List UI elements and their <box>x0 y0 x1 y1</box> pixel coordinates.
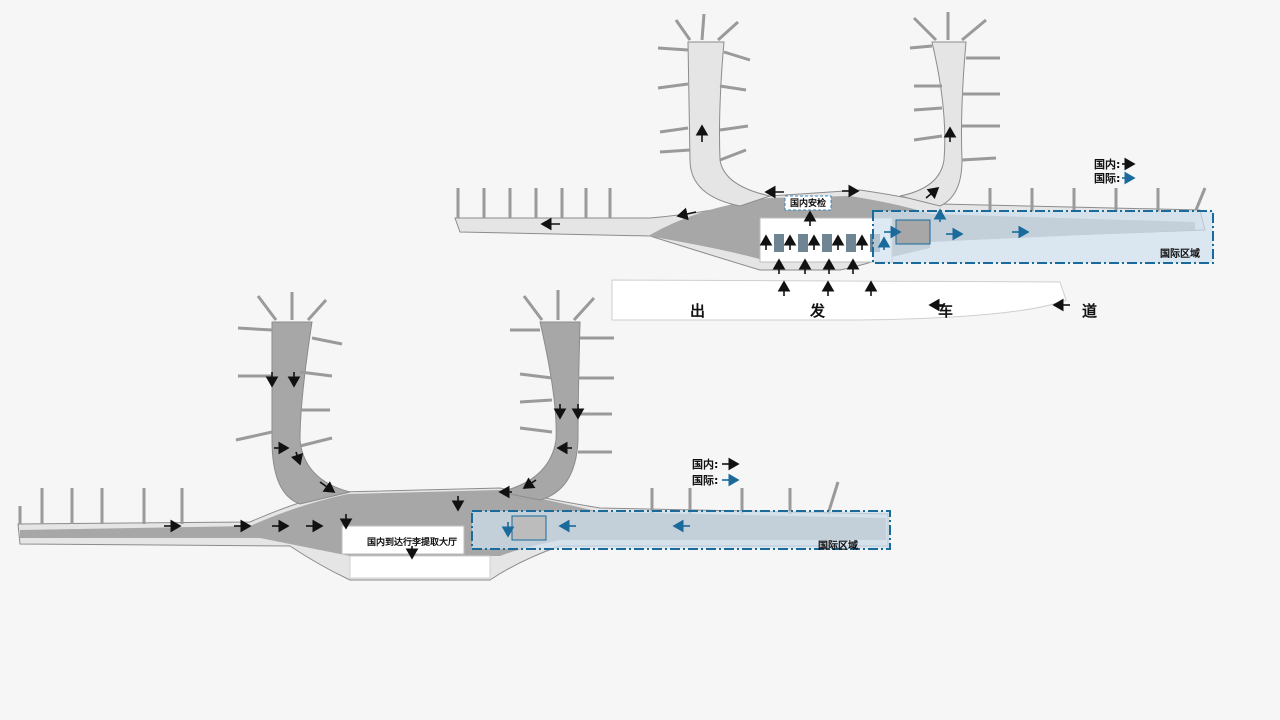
arrival-west-finger <box>271 321 351 505</box>
departure-legend-domestic: 国内: <box>1094 157 1120 171</box>
arrival-legend-domestic: 国内: <box>692 457 718 471</box>
baggage-claim-hall-label: 国内到达行李提取大厅 <box>367 536 457 548</box>
departure-legend-international: 国际: <box>1094 171 1120 185</box>
road-char-2: 发 <box>809 302 826 320</box>
departure-intl-gatehouse <box>895 219 931 245</box>
domestic-security-box <box>784 195 832 211</box>
domestic-security-label: 国内安检 <box>790 197 826 209</box>
departure-plan: 国内安检 国际区域 <box>454 12 1214 321</box>
arrival-intl-gatehouse <box>511 515 547 541</box>
departure-international-zone-label: 国际区域 <box>1160 247 1200 260</box>
arrival-legend: 国内: 国际: <box>692 457 740 487</box>
road-char-3: 车 <box>938 302 953 320</box>
departure-legend: 国内: 国际: <box>1094 157 1136 185</box>
arrival-curb-area <box>349 555 491 579</box>
road-char-1: 出 <box>690 302 705 320</box>
arrival-domestic-arrows <box>164 372 585 560</box>
arrival-international-arrows <box>501 519 690 538</box>
departure-road <box>611 279 1067 321</box>
road-char-4: 道 <box>1082 302 1097 320</box>
departure-gates <box>456 12 1207 218</box>
departure-domestic-arrows <box>540 124 957 296</box>
arrival-plan: 国内到达行李提取大厅 国际区域 <box>17 290 891 581</box>
departure-east-finger <box>899 41 967 207</box>
departure-west-finger <box>687 41 772 207</box>
arrival-east-finger <box>499 321 581 501</box>
arrival-legend-international: 国际: <box>692 473 718 487</box>
baggage-claim-hall <box>341 525 465 555</box>
departure-international-arrows <box>877 208 1030 250</box>
arrival-gates <box>18 290 840 524</box>
arrival-international-zone-label: 国际区域 <box>818 539 858 552</box>
